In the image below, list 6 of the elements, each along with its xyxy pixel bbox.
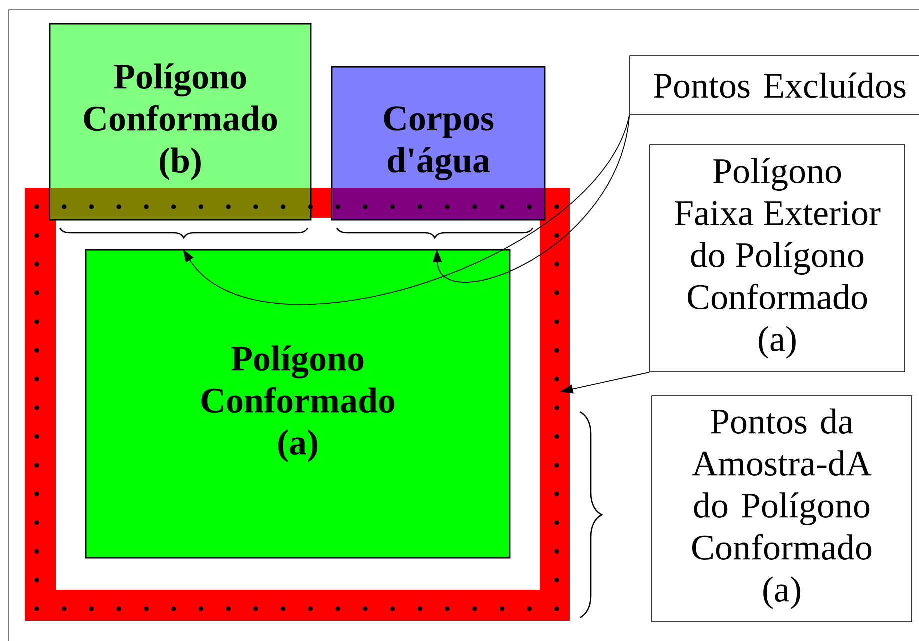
- leader-line: [432, 114, 630, 283]
- label-box: Polígono Faixa Exterior do Polígono Conformado (a): [650, 144, 906, 372]
- label-box: Pontos da Amostra-dA do Polígono Conformado (a): [652, 396, 912, 622]
- label-box: Pontos Excluídos: [630, 56, 919, 116]
- leader-line: [183, 114, 630, 305]
- polygon-box: Polígono Conformado (a): [85, 249, 511, 559]
